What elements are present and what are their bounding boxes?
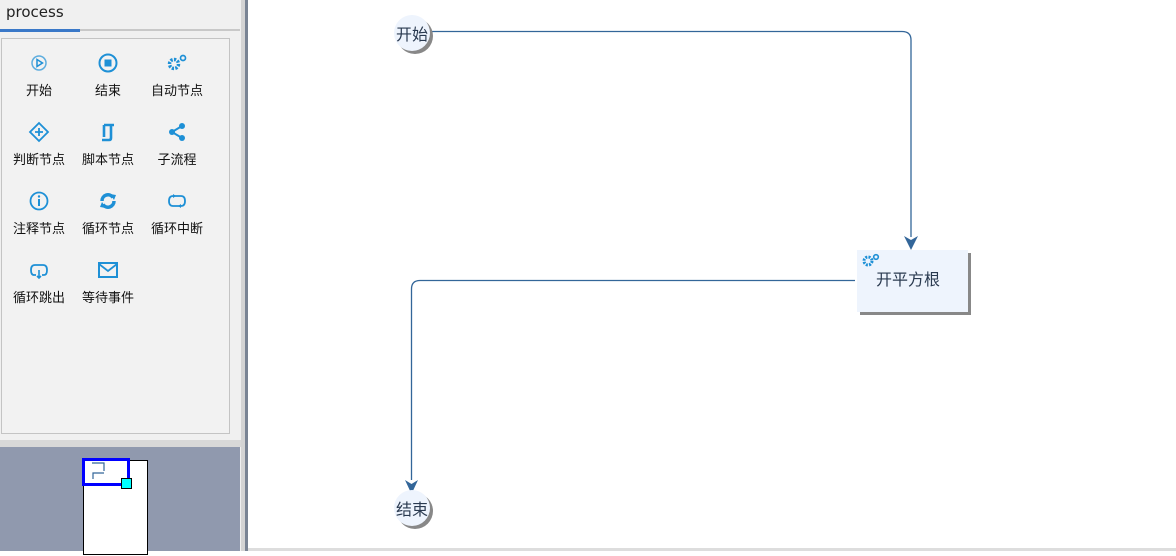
palette-item-label: 子流程 bbox=[157, 153, 197, 168]
tab-process[interactable]: process bbox=[6, 3, 64, 21]
palette-item[interactable]: 循环节点 bbox=[73, 186, 143, 237]
minimap-resize-handle[interactable] bbox=[121, 478, 132, 489]
palette-item-label: 循环中断 bbox=[150, 222, 203, 237]
info-circle-icon bbox=[29, 191, 49, 211]
diagram-canvas[interactable] bbox=[248, 0, 1176, 551]
stop-circle-icon bbox=[98, 53, 118, 73]
palette-item-label: 结束 bbox=[94, 84, 121, 99]
diamond-plus-icon bbox=[28, 121, 50, 143]
tab-divider bbox=[0, 29, 240, 31]
palette-item-label: 循环节点 bbox=[81, 222, 134, 237]
palette-item[interactable]: 开始 bbox=[4, 48, 74, 99]
palette-item[interactable]: 注释节点 bbox=[4, 186, 74, 237]
gears-icon bbox=[167, 54, 187, 71]
share-icon bbox=[169, 123, 185, 141]
loop-icon bbox=[168, 194, 186, 208]
palette-item[interactable]: 判断节点 bbox=[4, 117, 74, 168]
tab-selected-indicator bbox=[0, 29, 80, 32]
splitter[interactable] bbox=[241, 0, 245, 551]
refresh-icon bbox=[100, 193, 116, 209]
splitter-edge bbox=[245, 0, 248, 551]
palette-item-label: 注释节点 bbox=[12, 222, 65, 237]
palette-item[interactable]: 循环跳出 bbox=[4, 255, 74, 306]
palette-item[interactable]: 结束 bbox=[73, 48, 143, 99]
envelope-icon bbox=[98, 262, 118, 278]
node-palette: 开始 结束 自动节点判断节点 脚本节点 子流程注释节点 循环节点 循环中断循环跳出 等待事件 bbox=[1, 38, 230, 434]
palette-item[interactable]: 等待事件 bbox=[73, 255, 143, 306]
overview-minimap[interactable] bbox=[0, 447, 240, 555]
palette-item-label: 等待事件 bbox=[81, 291, 134, 306]
gears-icon bbox=[862, 253, 880, 267]
task-label: 开平方根 bbox=[876, 270, 941, 289]
loop-exit-icon bbox=[30, 264, 48, 280]
start-node[interactable]: 开始 bbox=[394, 15, 430, 51]
play-circle-icon bbox=[31, 55, 47, 71]
palette-item[interactable]: 脚本节点 bbox=[73, 117, 143, 168]
task-node[interactable]: 开平方根 bbox=[857, 250, 968, 312]
palette-item[interactable]: 子流程 bbox=[142, 117, 212, 168]
palette-item-label: 脚本节点 bbox=[81, 153, 134, 168]
palette-item[interactable]: 自动节点 bbox=[142, 48, 212, 99]
end-node[interactable]: 结束 bbox=[394, 490, 430, 526]
palette-item-label: 自动节点 bbox=[150, 84, 203, 99]
palette-item-label: 循环跳出 bbox=[12, 291, 65, 306]
script-icon bbox=[102, 123, 114, 142]
palette-item[interactable]: 循环中断 bbox=[142, 186, 212, 237]
left-panel: process 开始 结束 自动节点判断节点 脚本节点 子流程注释节点 循环节点 循环中断循… bbox=[0, 0, 241, 555]
palette-item-label: 判断节点 bbox=[12, 153, 65, 168]
panel-divider bbox=[0, 440, 241, 447]
palette-item-label: 开始 bbox=[25, 84, 52, 99]
minimap-viewport[interactable] bbox=[82, 458, 130, 486]
